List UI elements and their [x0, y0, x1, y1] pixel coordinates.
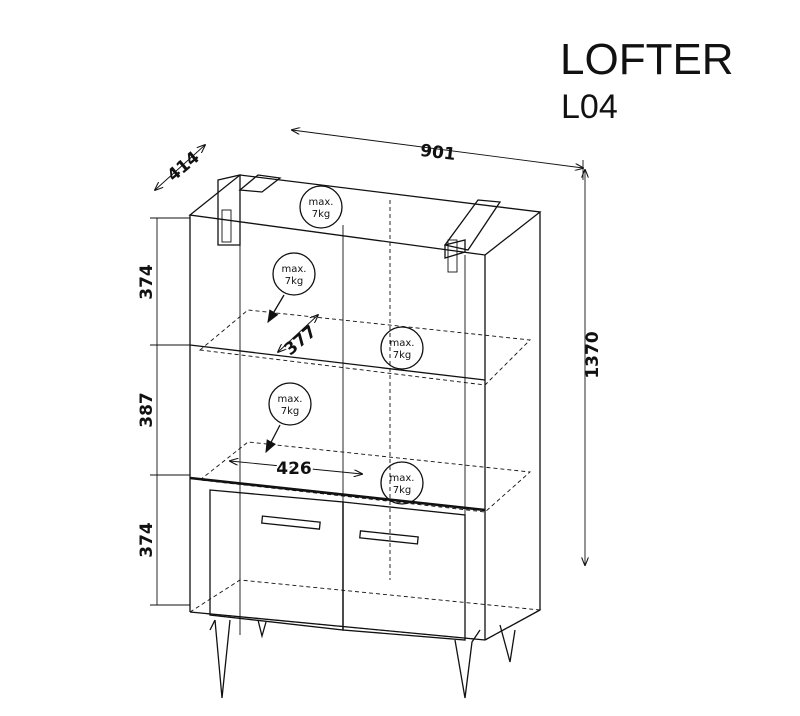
svg-text:7kg: 7kg	[285, 276, 304, 287]
svg-text:7kg: 7kg	[393, 485, 412, 496]
cabinet-legs	[209, 619, 516, 699]
svg-text:max.: max.	[390, 473, 415, 484]
door-handle-right[interactable]	[359, 530, 419, 545]
load-badge: max. 7kg	[299, 185, 343, 229]
svg-text:1370: 1370	[583, 331, 603, 378]
shelf-width-dimension: 426	[230, 457, 362, 481]
svg-text:374: 374	[137, 264, 157, 300]
svg-text:max.: max.	[309, 197, 334, 208]
shelf-depth-dimension: 377	[278, 315, 321, 360]
svg-text:426: 426	[276, 459, 312, 479]
svg-text:901: 901	[419, 141, 457, 165]
section-dimensions: 374 387 374	[137, 217, 190, 606]
load-badge: max. 7kg	[380, 326, 424, 370]
cabinet-body	[188, 174, 542, 699]
depth-dimension: 414	[155, 145, 205, 190]
svg-text:387: 387	[137, 392, 157, 428]
svg-text:374: 374	[137, 522, 157, 558]
width-dimension: 901	[292, 130, 583, 180]
svg-text:max.: max.	[278, 394, 303, 405]
load-badge: max. 7kg	[380, 461, 424, 505]
product-title: LOFTER	[560, 35, 734, 84]
svg-text:7kg: 7kg	[312, 209, 331, 220]
svg-text:414: 414	[164, 148, 204, 186]
load-badge: max. 7kg	[267, 252, 316, 324]
svg-text:7kg: 7kg	[393, 350, 412, 361]
svg-text:max.: max.	[390, 338, 415, 349]
load-badge: max. 7kg	[265, 382, 312, 454]
door-handle-left[interactable]	[261, 515, 321, 530]
height-dimension: 1370	[583, 170, 603, 565]
model-code: L04	[561, 88, 618, 126]
svg-text:7kg: 7kg	[281, 406, 300, 417]
svg-text:377: 377	[281, 322, 321, 360]
svg-text:max.: max.	[282, 264, 307, 275]
